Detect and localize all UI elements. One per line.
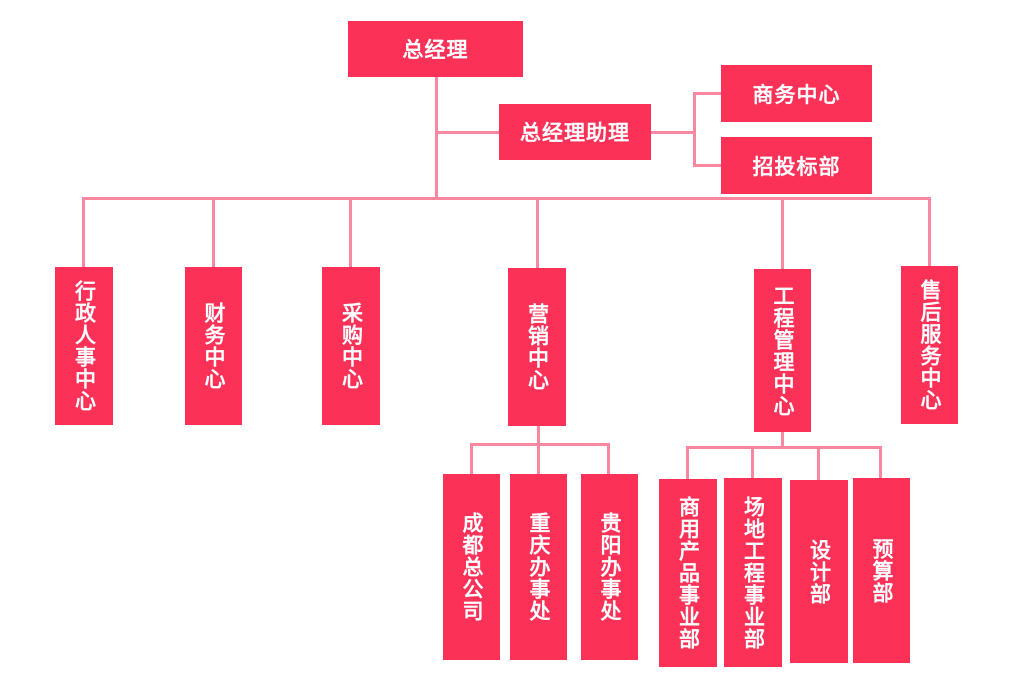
connector-engineering-horizontal [686,446,882,449]
connector-drop-procurement [349,197,352,267]
org-node-design-dept: 设计部 [790,480,848,663]
org-node-budget-dept: 预算部 [853,478,910,663]
connector-stub-bidding-dept [693,164,721,167]
connector-gm-stem [435,77,438,198]
org-node-general-manager: 总经理 [348,21,523,77]
connector-drop-chongqing [537,443,540,474]
org-node-site-engineering-division: 场地工程事业部 [724,478,782,667]
org-node-chongqing-office: 重庆办事处 [510,474,567,660]
connector-assistant-branch [435,131,499,134]
org-node-chengdu-hq: 成都总公司 [443,474,500,660]
connector-drop-guiyang [607,443,610,474]
org-node-engineering-mgmt-center: 工程管理中心 [754,269,811,432]
connector-marketing-horizontal [470,443,610,446]
connector-drop-aftersales [928,197,931,266]
connector-drop-budget [879,446,882,478]
connector-drop-marketing [536,197,539,268]
connector-stub-business-center [693,92,721,95]
org-node-marketing-center: 营销中心 [508,268,566,426]
org-node-admin-hr-center: 行政人事中心 [55,267,113,425]
connector-assistant-bracket [693,92,696,167]
org-node-commercial-products-division: 商用产品事业部 [659,479,717,667]
connector-drop-design [817,446,820,480]
org-node-finance-center: 财务中心 [185,267,242,425]
connector-assistant-right [651,131,696,134]
connector-drop-admin-hr [82,197,85,267]
org-node-aftersales-service-center: 售后服务中心 [901,266,958,424]
org-node-bidding-dept: 招投标部 [721,137,872,194]
connector-engineering-stem [781,432,784,446]
org-node-guiyang-office: 贵阳办事处 [581,474,638,660]
org-node-gm-assistant: 总经理助理 [499,104,651,160]
connector-drop-commercial-products [686,446,689,479]
org-node-business-center: 商务中心 [721,65,872,122]
connector-drop-engineering [781,197,784,269]
connector-drop-finance [212,197,215,267]
connector-marketing-stem [537,426,540,446]
connector-drop-site-engineering [751,446,754,478]
connector-main-horizontal [82,197,931,200]
org-node-procurement-center: 采购中心 [322,267,380,425]
connector-drop-chengdu [470,443,473,474]
